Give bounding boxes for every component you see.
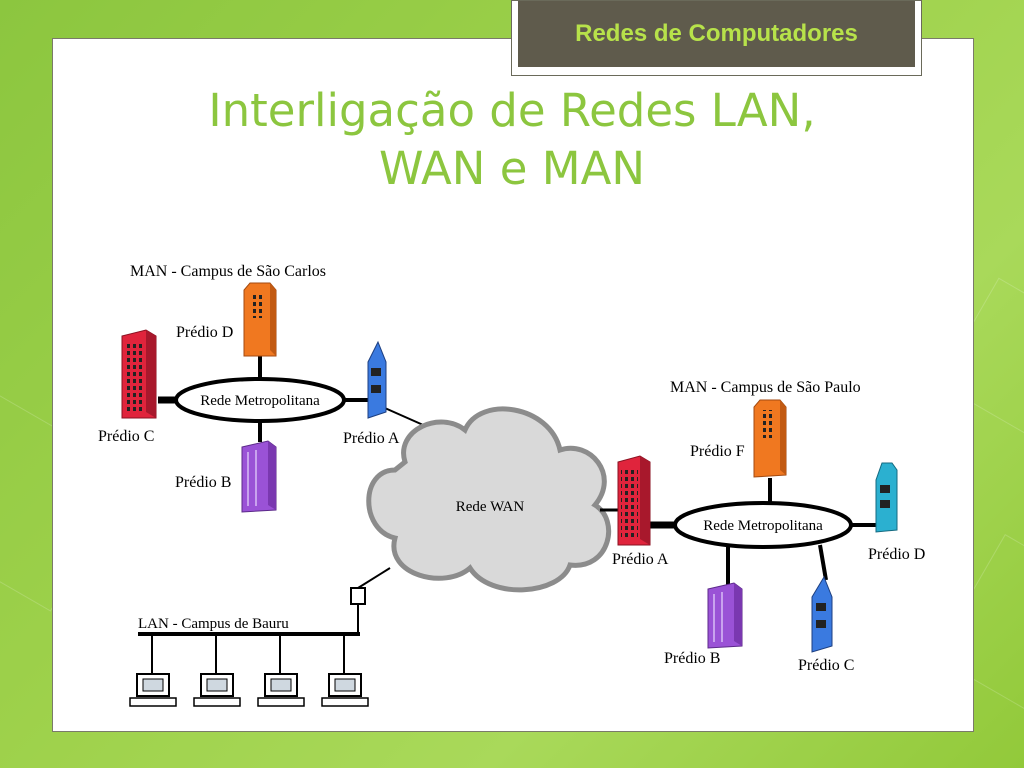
building-icon [753, 399, 787, 478]
sao-paulo-predio-c-label: Prédio C [798, 657, 854, 674]
building-icon [811, 575, 833, 653]
computer-icon [257, 673, 305, 707]
man-sao-carlos-label: MAN - Campus de São Carlos [130, 263, 326, 280]
slide-title: Interligação de Redes LAN, WAN e MAN [52, 82, 972, 198]
building-icon [241, 440, 277, 513]
lan-bauru-label: LAN - Campus de Bauru [138, 616, 289, 632]
computer-icon [321, 673, 369, 707]
slide-title-line2: WAN e MAN [378, 142, 646, 195]
computer-icon [129, 673, 177, 707]
sao-paulo-predio-d-label: Prédio D [868, 546, 925, 563]
building-icon [875, 462, 898, 533]
lan-bauru-links [138, 567, 391, 673]
wan-cloud-icon [366, 406, 612, 593]
man-sao-carlos-links [158, 356, 431, 442]
building-icon [243, 282, 277, 357]
building-icon [617, 455, 651, 546]
building-icon [707, 582, 743, 649]
computer-icon [193, 673, 241, 707]
man-sao-paulo-label: MAN - Campus de São Paulo [670, 379, 861, 396]
sao-carlos-predio-b-label: Prédio B [175, 474, 231, 491]
sao-paulo-predio-b-label: Prédio B [664, 650, 720, 667]
header-tag: Redes de Computadores [518, 1, 915, 67]
ring-sao-paulo-label: Rede Metropolitana [703, 518, 823, 534]
sao-paulo-predio-a-label: Prédio A [612, 551, 669, 568]
sao-carlos-predio-c-label: Prédio C [98, 428, 154, 445]
ring-sao-carlos [174, 377, 346, 423]
sao-carlos-predio-a-label: Prédio A [343, 430, 400, 447]
ring-sao-carlos-label: Rede Metropolitana [200, 393, 320, 409]
header-tag-frame: Redes de Computadores [511, 0, 922, 76]
sao-carlos-predio-d-label: Prédio D [176, 324, 233, 341]
building-icon [367, 340, 387, 419]
wan-label: Rede WAN [456, 499, 525, 515]
ring-sao-paulo [673, 501, 853, 549]
sao-paulo-predio-f-label: Prédio F [690, 443, 745, 460]
building-icon [121, 329, 157, 419]
slide-title-line1: Interligação de Redes LAN, [208, 84, 816, 137]
man-sao-paulo-links [600, 478, 876, 585]
